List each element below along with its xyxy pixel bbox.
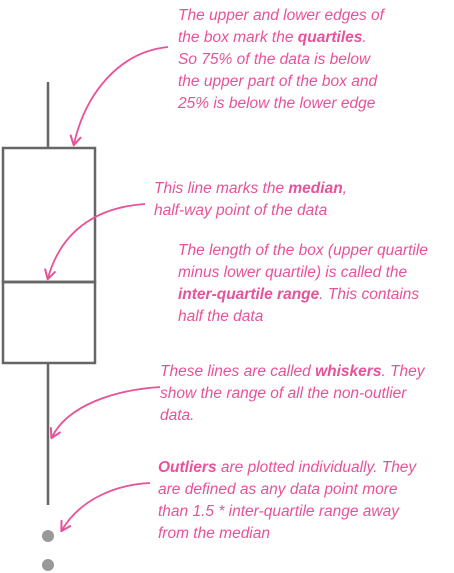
iqr-term: inter-quartile range <box>178 286 320 303</box>
iqr-annotation-line: inter-quartile range. This contains <box>178 286 420 303</box>
outlier-point <box>42 530 54 542</box>
iqr-annotation-line: minus lower quartile) is called the <box>178 264 408 281</box>
quartiles-term: quartiles <box>297 29 363 46</box>
quartiles-annotation-line: the box mark the quartiles. <box>178 29 367 46</box>
whiskers-annotation-line: These lines are called whiskers. They <box>160 363 425 380</box>
outlier-point <box>42 559 54 571</box>
median-annotation: This line marks the median, half-way poin… <box>154 178 347 222</box>
outliers-annotation-line: than 1.5 * inter-quartile range away <box>158 503 399 520</box>
outliers-term: Outliers <box>158 459 217 476</box>
outliers-annotation-line: from the median <box>158 525 270 542</box>
quartiles-arrow <box>69 46 169 147</box>
box-lower-half <box>1 280 97 365</box>
quartiles-annotation-line: So 75% of the data is below <box>178 51 371 68</box>
quartiles-annotation-line: 25% is below the lower edge <box>178 95 376 112</box>
box-upper-half <box>1 146 97 284</box>
whiskers-term: whiskers <box>315 363 382 380</box>
outliers-annotation-line: are defined as any data point more <box>158 481 398 498</box>
iqr-annotation: The length of the box (upper quartile min… <box>178 240 428 328</box>
iqr-annotation-line: half the data <box>178 308 264 325</box>
outliers-arrow <box>60 482 151 533</box>
whiskers-annotation-line: show the range of all the non-outlier <box>160 385 407 402</box>
iqr-annotation-line: The length of the box (upper quartile <box>178 242 428 259</box>
median-annotation-line: This line marks the median, <box>154 180 347 197</box>
quartiles-annotation-line: The upper and lower edges of <box>178 7 384 24</box>
whiskers-annotation: These lines are called whiskers. They sho… <box>160 361 425 427</box>
median-annotation-line: half-way point of the data <box>154 202 328 219</box>
outliers-annotation-line: Outliers are plotted individually. They <box>158 459 417 476</box>
median-term: median <box>288 180 343 197</box>
quartiles-annotation-line: the upper part of the box and <box>178 73 378 90</box>
outliers-annotation: Outliers are plotted individually. They a… <box>158 457 416 545</box>
whiskers-annotation-line: data. <box>160 407 195 424</box>
quartiles-annotation: The upper and lower edges of the box mark… <box>178 5 384 115</box>
median-arrow <box>44 203 146 281</box>
whiskers-arrow <box>49 386 161 440</box>
